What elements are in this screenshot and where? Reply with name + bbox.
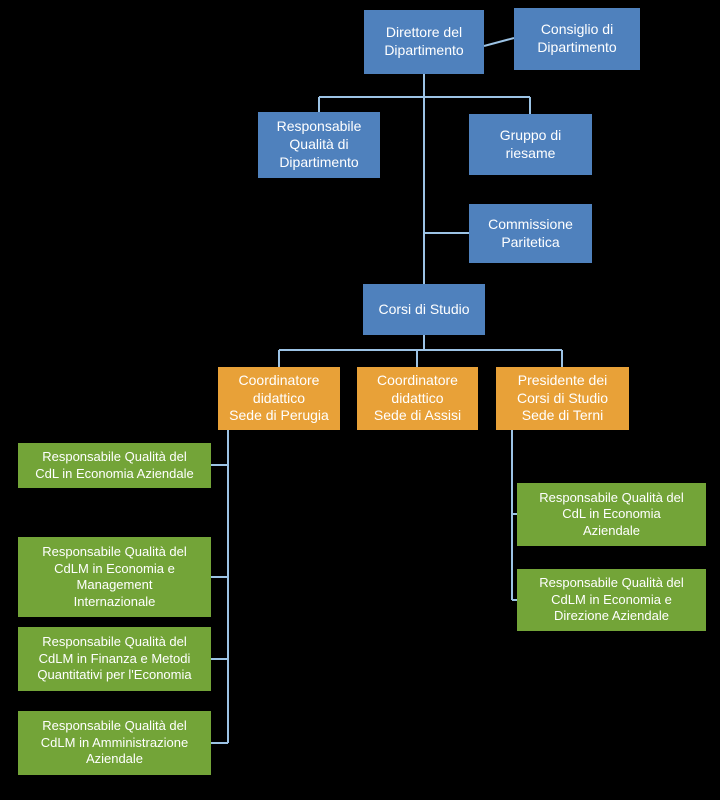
node-gruppo-riesame: Gruppo di riesame bbox=[469, 114, 592, 175]
node-rq-cdlm-economia-direzione: Responsabile Qualità del CdLM in Economi… bbox=[517, 569, 706, 631]
node-label: Presidente dei Corsi di Studio Sede di T… bbox=[516, 371, 609, 424]
node-label: Direttore del Dipartimento bbox=[384, 24, 464, 58]
node-label: Responsabile Qualità del CdLM in Economi… bbox=[42, 544, 187, 609]
node-label: Coordinatore didattico Sede di Perugia bbox=[229, 371, 329, 424]
node-rq-cdlm-economia-management: Responsabile Qualità del CdLM in Economi… bbox=[18, 537, 211, 617]
node-direttore-dipartimento: Direttore del Dipartimento bbox=[364, 10, 484, 74]
node-label: Responsabile Qualità del CdLM in Finanza… bbox=[37, 634, 192, 683]
node-consiglio-dipartimento: Consiglio di Dipartimento bbox=[514, 8, 640, 70]
node-presidente-terni: Presidente dei Corsi di Studio Sede di T… bbox=[496, 367, 629, 430]
node-label: Commissione Paritetica bbox=[488, 215, 573, 250]
node-rq-cdlm-amministrazione: Responsabile Qualità del CdLM in Amminis… bbox=[18, 711, 211, 775]
node-label: Responsabile Qualità del CdLM in Economi… bbox=[539, 575, 684, 624]
node-responsabile-qualita-dipartimento: Responsabile Qualità di Dipartimento bbox=[258, 112, 380, 178]
node-corsi-di-studio: Corsi di Studio bbox=[363, 284, 485, 335]
node-label: Responsabile Qualità di Dipartimento bbox=[276, 118, 362, 170]
connector bbox=[483, 37, 515, 47]
node-coordinatore-perugia: Coordinatore didattico Sede di Perugia bbox=[218, 367, 340, 430]
node-label: Corsi di Studio bbox=[378, 300, 470, 317]
node-commissione-paritetica: Commissione Paritetica bbox=[469, 204, 592, 263]
node-label: Responsabile Qualità del CdL in Economia… bbox=[35, 449, 194, 481]
node-rq-cdl-economia-aziendale-perugia: Responsabile Qualità del CdL in Economia… bbox=[18, 443, 211, 488]
node-coordinatore-assisi: Coordinatore didattico Sede di Assisi bbox=[357, 367, 478, 430]
node-label: Responsabile Qualità del CdL in Economia… bbox=[539, 489, 684, 538]
node-label: Gruppo di riesame bbox=[499, 126, 562, 161]
node-label: Coordinatore didattico Sede di Assisi bbox=[373, 371, 462, 424]
node-rq-cdlm-finanza-metodi: Responsabile Qualità del CdLM in Finanza… bbox=[18, 627, 211, 691]
node-rq-cdl-economia-aziendale-terni: Responsabile Qualità del CdL in Economia… bbox=[517, 483, 706, 546]
node-label: Responsabile Qualità del CdLM in Amminis… bbox=[40, 718, 189, 767]
node-label: Consiglio di Dipartimento bbox=[537, 21, 617, 55]
